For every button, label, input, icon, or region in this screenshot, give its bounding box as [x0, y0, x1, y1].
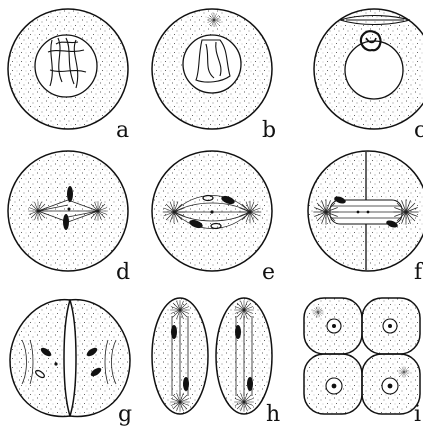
panel-c-cell [314, 9, 423, 129]
panel-i-cells [304, 298, 420, 414]
panel-b-cell [152, 9, 272, 129]
panel-a-label: a [116, 120, 129, 142]
panel-f-spindle [313, 199, 418, 224]
panel-b-nucleus [183, 35, 241, 93]
panel-b-label: b [262, 120, 276, 142]
panel-a-nucleus [35, 35, 97, 97]
panel-f-label: f [414, 262, 422, 284]
panel-e-cell [152, 151, 272, 271]
panel-g-cells [10, 300, 130, 417]
panel-a-cell [8, 9, 128, 129]
panel-e-label: e [262, 262, 275, 284]
panel-h-label: h [266, 404, 280, 426]
panel-b-centrosome [207, 13, 221, 27]
panel-f-cell [308, 151, 423, 271]
panel-d-label: d [116, 262, 130, 284]
panel-g-label: g [118, 404, 132, 426]
panel-d-cell [8, 151, 128, 271]
panel-c-label: c [414, 120, 423, 142]
panel-i-label: i [414, 404, 421, 426]
panel-h-cells [152, 298, 272, 414]
